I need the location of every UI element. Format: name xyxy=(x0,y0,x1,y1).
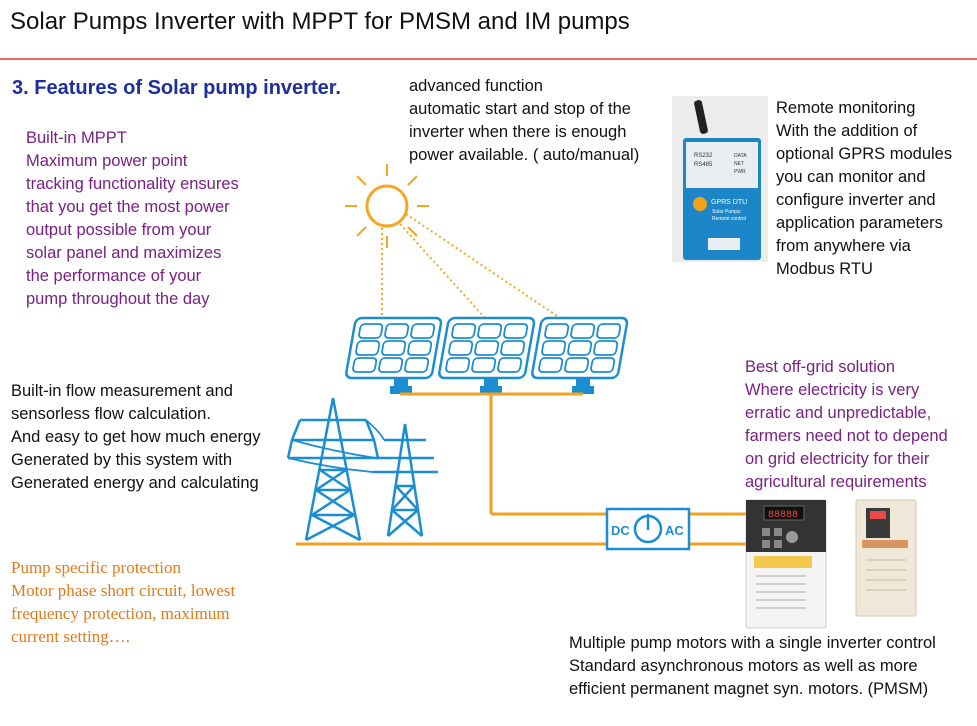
feature-line: Remote monitoring xyxy=(776,99,916,117)
gprs-led-label: PWR xyxy=(734,169,746,175)
dc-label: DC xyxy=(611,523,630,538)
feature-line: Generated by this system with xyxy=(11,451,233,469)
gprs-module-device: RS232 RS485 DATA NET PWR GPRS DTU Solar … xyxy=(672,96,768,262)
feature-line: Generated energy and calculating xyxy=(11,474,259,492)
power-wiring xyxy=(296,392,746,546)
section-heading: 3. Features of Solar pump inverter. xyxy=(12,77,341,99)
feature-pump-protection: Pump specific protection Motor phase sho… xyxy=(11,556,235,648)
feature-line: automatic start and stop of the xyxy=(409,100,631,118)
feature-line: application parameters xyxy=(776,214,943,232)
ac-label: AC xyxy=(665,523,684,538)
feature-line: Standard asynchronous motors as well as … xyxy=(569,657,918,675)
feature-line: optional GPRS modules xyxy=(776,145,953,163)
feature-line: And easy to get how much energy xyxy=(11,428,261,446)
feature-line: the performance of your xyxy=(26,267,202,285)
feature-line: Best off-grid solution xyxy=(745,358,896,376)
feature-line: frequency protection, maximum xyxy=(11,604,230,623)
solar-panel-icon xyxy=(345,316,629,380)
inverter-device-large: 88888 xyxy=(745,499,827,629)
gprs-product-name: GPRS DTU xyxy=(711,199,747,206)
feature-line: tracking functionality ensures xyxy=(26,175,239,193)
gprs-subtitle: Remote control xyxy=(712,216,746,222)
feature-line: current setting…. xyxy=(11,627,130,646)
feature-line: farmers need not to depend xyxy=(745,427,948,445)
feature-line: Built-in flow measurement and xyxy=(11,382,233,400)
feature-line: Where electricity is very xyxy=(745,381,920,399)
solar-panel-cells xyxy=(352,323,622,373)
feature-line: Multiple pump motors with a single inver… xyxy=(569,634,936,652)
inverter-device-small xyxy=(855,499,917,617)
feature-line: sensorless flow calculation. xyxy=(11,405,211,423)
gprs-led-label: NET xyxy=(734,161,744,167)
feature-line: power available. ( auto/manual) xyxy=(409,146,640,164)
feature-line: you can monitor and xyxy=(776,168,926,186)
feature-remote-monitoring: Remote monitoring With the addition of o… xyxy=(776,97,952,281)
gprs-subtitle: Solar Pumps xyxy=(712,209,741,215)
feature-line: configure inverter and xyxy=(776,191,936,209)
feature-line: erratic and unpredictable, xyxy=(745,404,932,422)
feature-line: from anywhere via xyxy=(776,237,911,255)
feature-line: that you get the most power xyxy=(26,198,230,216)
page-title: Solar Pumps Inverter with MPPT for PMSM … xyxy=(10,8,630,35)
title-divider xyxy=(0,58,977,60)
panel-mounts xyxy=(390,378,594,394)
sun-rays xyxy=(381,213,561,319)
feature-line: inverter when there is enough xyxy=(409,123,627,141)
feature-line: advanced function xyxy=(409,77,543,95)
sun-icon xyxy=(345,164,429,248)
feature-flow-measurement: Built-in flow measurement and sensorless… xyxy=(11,380,260,495)
feature-line: output possible from your xyxy=(26,221,212,239)
feature-line: Built-in MPPT xyxy=(26,129,127,147)
feature-line: pump throughout the day xyxy=(26,290,210,308)
feature-line: Pump specific protection xyxy=(11,558,181,577)
feature-multiple-motors: Multiple pump motors with a single inver… xyxy=(569,632,936,701)
feature-line: Motor phase short circuit, lowest xyxy=(11,581,236,600)
feature-off-grid: Best off-grid solution Where electricity… xyxy=(745,356,948,494)
feature-line: efficient permanent magnet syn. motors. … xyxy=(569,680,929,698)
gprs-port-label: RS485 xyxy=(694,162,713,168)
gprs-led-label: DATA xyxy=(734,153,747,159)
inverter-readout: 88888 xyxy=(768,510,798,521)
feature-line: on grid electricity for their xyxy=(745,450,930,468)
feature-line: solar panel and maximizes xyxy=(26,244,222,262)
feature-line: agricultural requirements xyxy=(745,473,927,491)
gprs-port-label: RS232 xyxy=(694,153,713,159)
feature-line: Modbus RTU xyxy=(776,260,873,278)
dc-ac-converter-icon: DC AC xyxy=(605,507,691,551)
feature-line: Maximum power point xyxy=(26,152,188,170)
feature-mppt: Built-in MPPT Maximum power point tracki… xyxy=(26,127,239,311)
feature-advanced-function: advanced function automatic start and st… xyxy=(409,75,639,167)
feature-line: With the addition of xyxy=(776,122,918,140)
transmission-tower-icon xyxy=(286,397,438,542)
